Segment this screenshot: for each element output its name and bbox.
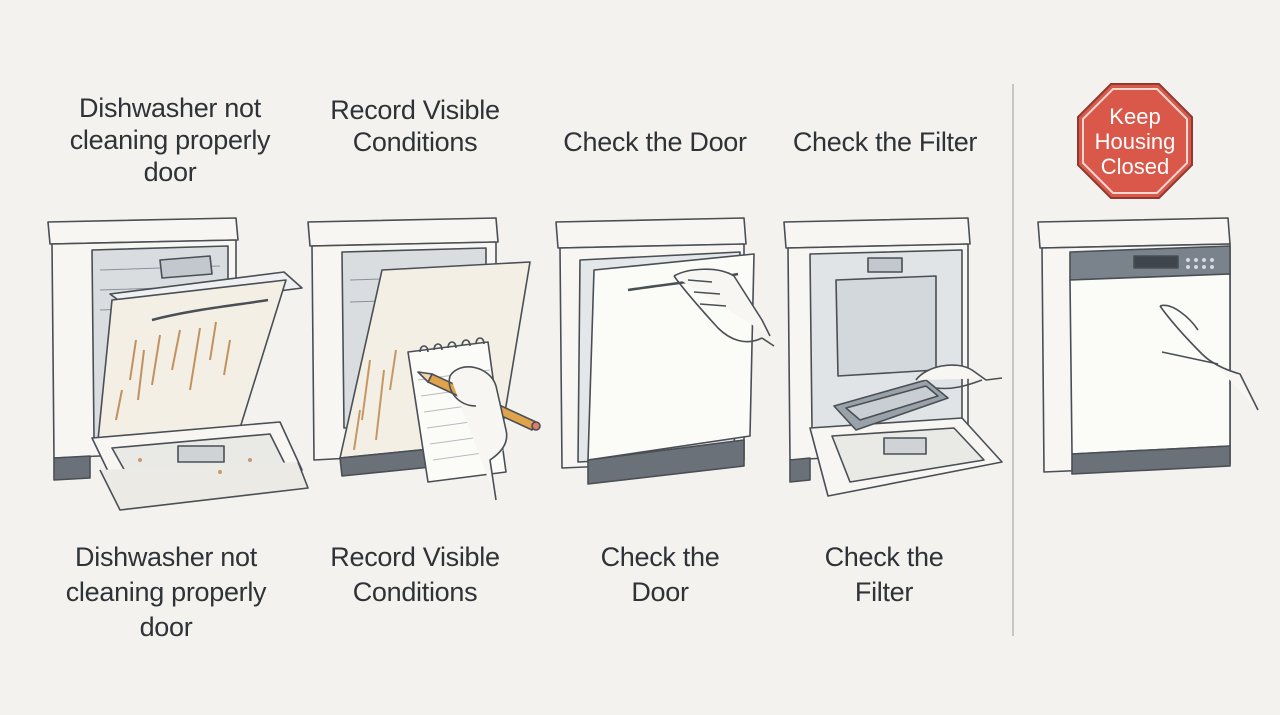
step4-bottom-label: Check the Filter <box>824 542 944 607</box>
step1-top-label: Dishwasher not cleaning properly door <box>69 93 271 187</box>
hand-on-door-icon <box>555 217 775 485</box>
step1-bottom-label: Dishwasher not cleaning properly door <box>65 542 267 642</box>
dishwasher-open-stained-icon <box>47 217 309 511</box>
step3-bottom-label: Check the Door <box>600 542 720 607</box>
step4-top-label: Check the Filter <box>792 127 978 157</box>
step3-top-label: Check the Door <box>563 127 747 157</box>
step2-top-label: Record Visible Conditions <box>330 95 500 157</box>
step2-bottom-label: Record Visible Conditions <box>330 542 500 607</box>
stop-sign-icon <box>1077 83 1193 199</box>
filter-removal-icon <box>783 217 1003 497</box>
hand-on-closed-door-icon <box>1037 217 1259 475</box>
stop-sign-text: Keep Housing Closed <box>1094 104 1176 179</box>
notepad-pencil-icon <box>307 217 541 501</box>
section-divider <box>1012 84 1014 636</box>
